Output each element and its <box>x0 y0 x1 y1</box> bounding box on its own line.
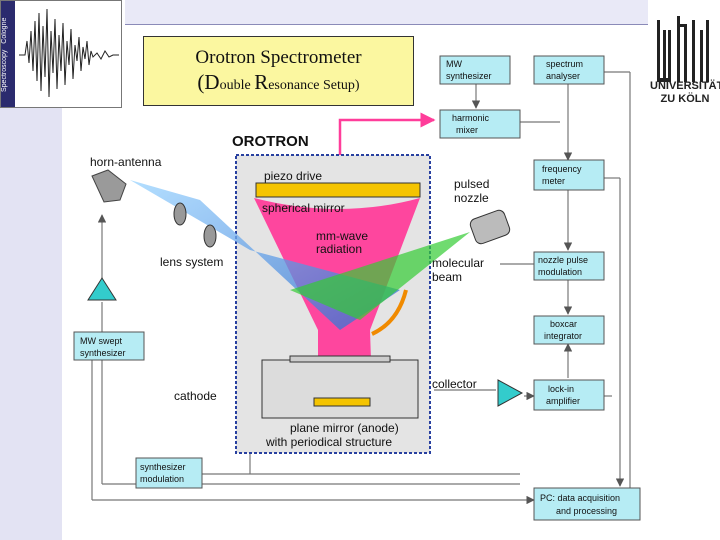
harm-text-2: mixer <box>456 125 478 135</box>
cathode-label: cathode <box>174 389 217 403</box>
harm-text-1: harmonic <box>452 113 490 123</box>
title-box: Orotron Spectrometer (Double Resonance S… <box>143 36 414 106</box>
horn-antenna-label: horn-antenna <box>90 155 162 169</box>
piezo-drive-label: piezo drive <box>264 169 322 183</box>
molecular-beam-label-2: beam <box>432 270 462 284</box>
lens-2-icon <box>203 224 217 248</box>
waveguide-to-mixer <box>338 112 436 156</box>
top-band <box>125 0 648 25</box>
university-name: UNIVERSITÄT ZU KÖLN <box>650 80 720 105</box>
plane-mirror-label-2: with periodical structure <box>265 435 392 449</box>
spectrum-analyser-box <box>533 55 605 85</box>
boxcar-text-1: boxcar <box>550 319 577 329</box>
molecular-beam <box>290 232 470 320</box>
lockin-text-2: amplifier <box>546 396 580 406</box>
lens-1-icon <box>173 202 187 226</box>
orotron-label: OROTRON <box>232 133 309 150</box>
mmwave-label-2: radiation <box>316 242 362 256</box>
cathode-assembly <box>261 359 419 419</box>
mw-synth-text-1: MW <box>446 59 462 69</box>
swept-text-2: synthesizer <box>80 348 126 358</box>
collector-label: collector <box>432 377 477 391</box>
spectrum-thumbnail: Spectroscopy Cologne <box>0 0 122 108</box>
freq-text-2: meter <box>542 176 565 186</box>
mw-synthesizer-box <box>439 55 511 85</box>
lock-in-amplifier-box <box>533 379 605 411</box>
harmonic-mixer-box <box>439 109 521 139</box>
amplifier-left-icon <box>87 277 117 301</box>
nozzle-modulation-box <box>533 251 605 281</box>
boxcar-text-2: integrator <box>544 331 582 341</box>
title-line2: (Double Resonance Setup) <box>197 70 360 94</box>
pc-text-2: and processing <box>556 506 617 516</box>
amplifier-right-icon <box>497 379 524 407</box>
pulsed-nozzle-label-1: pulsed <box>454 177 489 191</box>
spec-text-1: spectrum <box>546 59 583 69</box>
pulsed-nozzle-label-2: nozzle <box>454 191 489 205</box>
molecular-beam-label-1: molecular <box>432 256 484 270</box>
spec-text-2: analyser <box>546 71 580 81</box>
plane-mirror-label-1: plane mirror (anode) <box>290 421 399 435</box>
pc-data-acquisition-box <box>533 487 641 521</box>
mw-synth-text-2: synthesizer <box>446 71 492 81</box>
plane-mirror-grating <box>313 397 371 407</box>
synmod-text-1: synthesizer <box>140 462 186 472</box>
frequency-meter-box <box>533 159 605 191</box>
university-logo-icon <box>657 16 709 82</box>
orange-arc <box>371 289 408 336</box>
lockin-text-1: lock-in <box>548 384 574 394</box>
pulsed-nozzle-icon <box>469 209 511 245</box>
horn-antenna-icon <box>91 169 127 203</box>
synmod-text-2: modulation <box>140 474 184 484</box>
mw-swept-synthesizer-box <box>73 331 145 361</box>
left-band <box>0 108 62 540</box>
title-line1: Orotron Spectrometer <box>195 47 362 68</box>
lens-system-label: lens system <box>160 255 223 269</box>
pc-text-1: PC: data acquisition <box>540 493 620 503</box>
swept-text-1: MW swept <box>80 336 123 346</box>
mmwave-label-1: mm-wave <box>316 229 368 243</box>
synthesizer-modulation-box <box>135 457 203 489</box>
boxcar-integrator-box <box>533 315 605 345</box>
nozzle-text-1: nozzle pulse <box>538 255 588 265</box>
spherical-mirror-label: spherical mirror <box>262 201 345 215</box>
freq-text-1: frequency <box>542 164 582 174</box>
right-band <box>648 108 720 540</box>
piezo-drive <box>255 182 421 198</box>
spectrum-trace <box>19 8 119 98</box>
nozzle-text-2: modulation <box>538 267 582 277</box>
